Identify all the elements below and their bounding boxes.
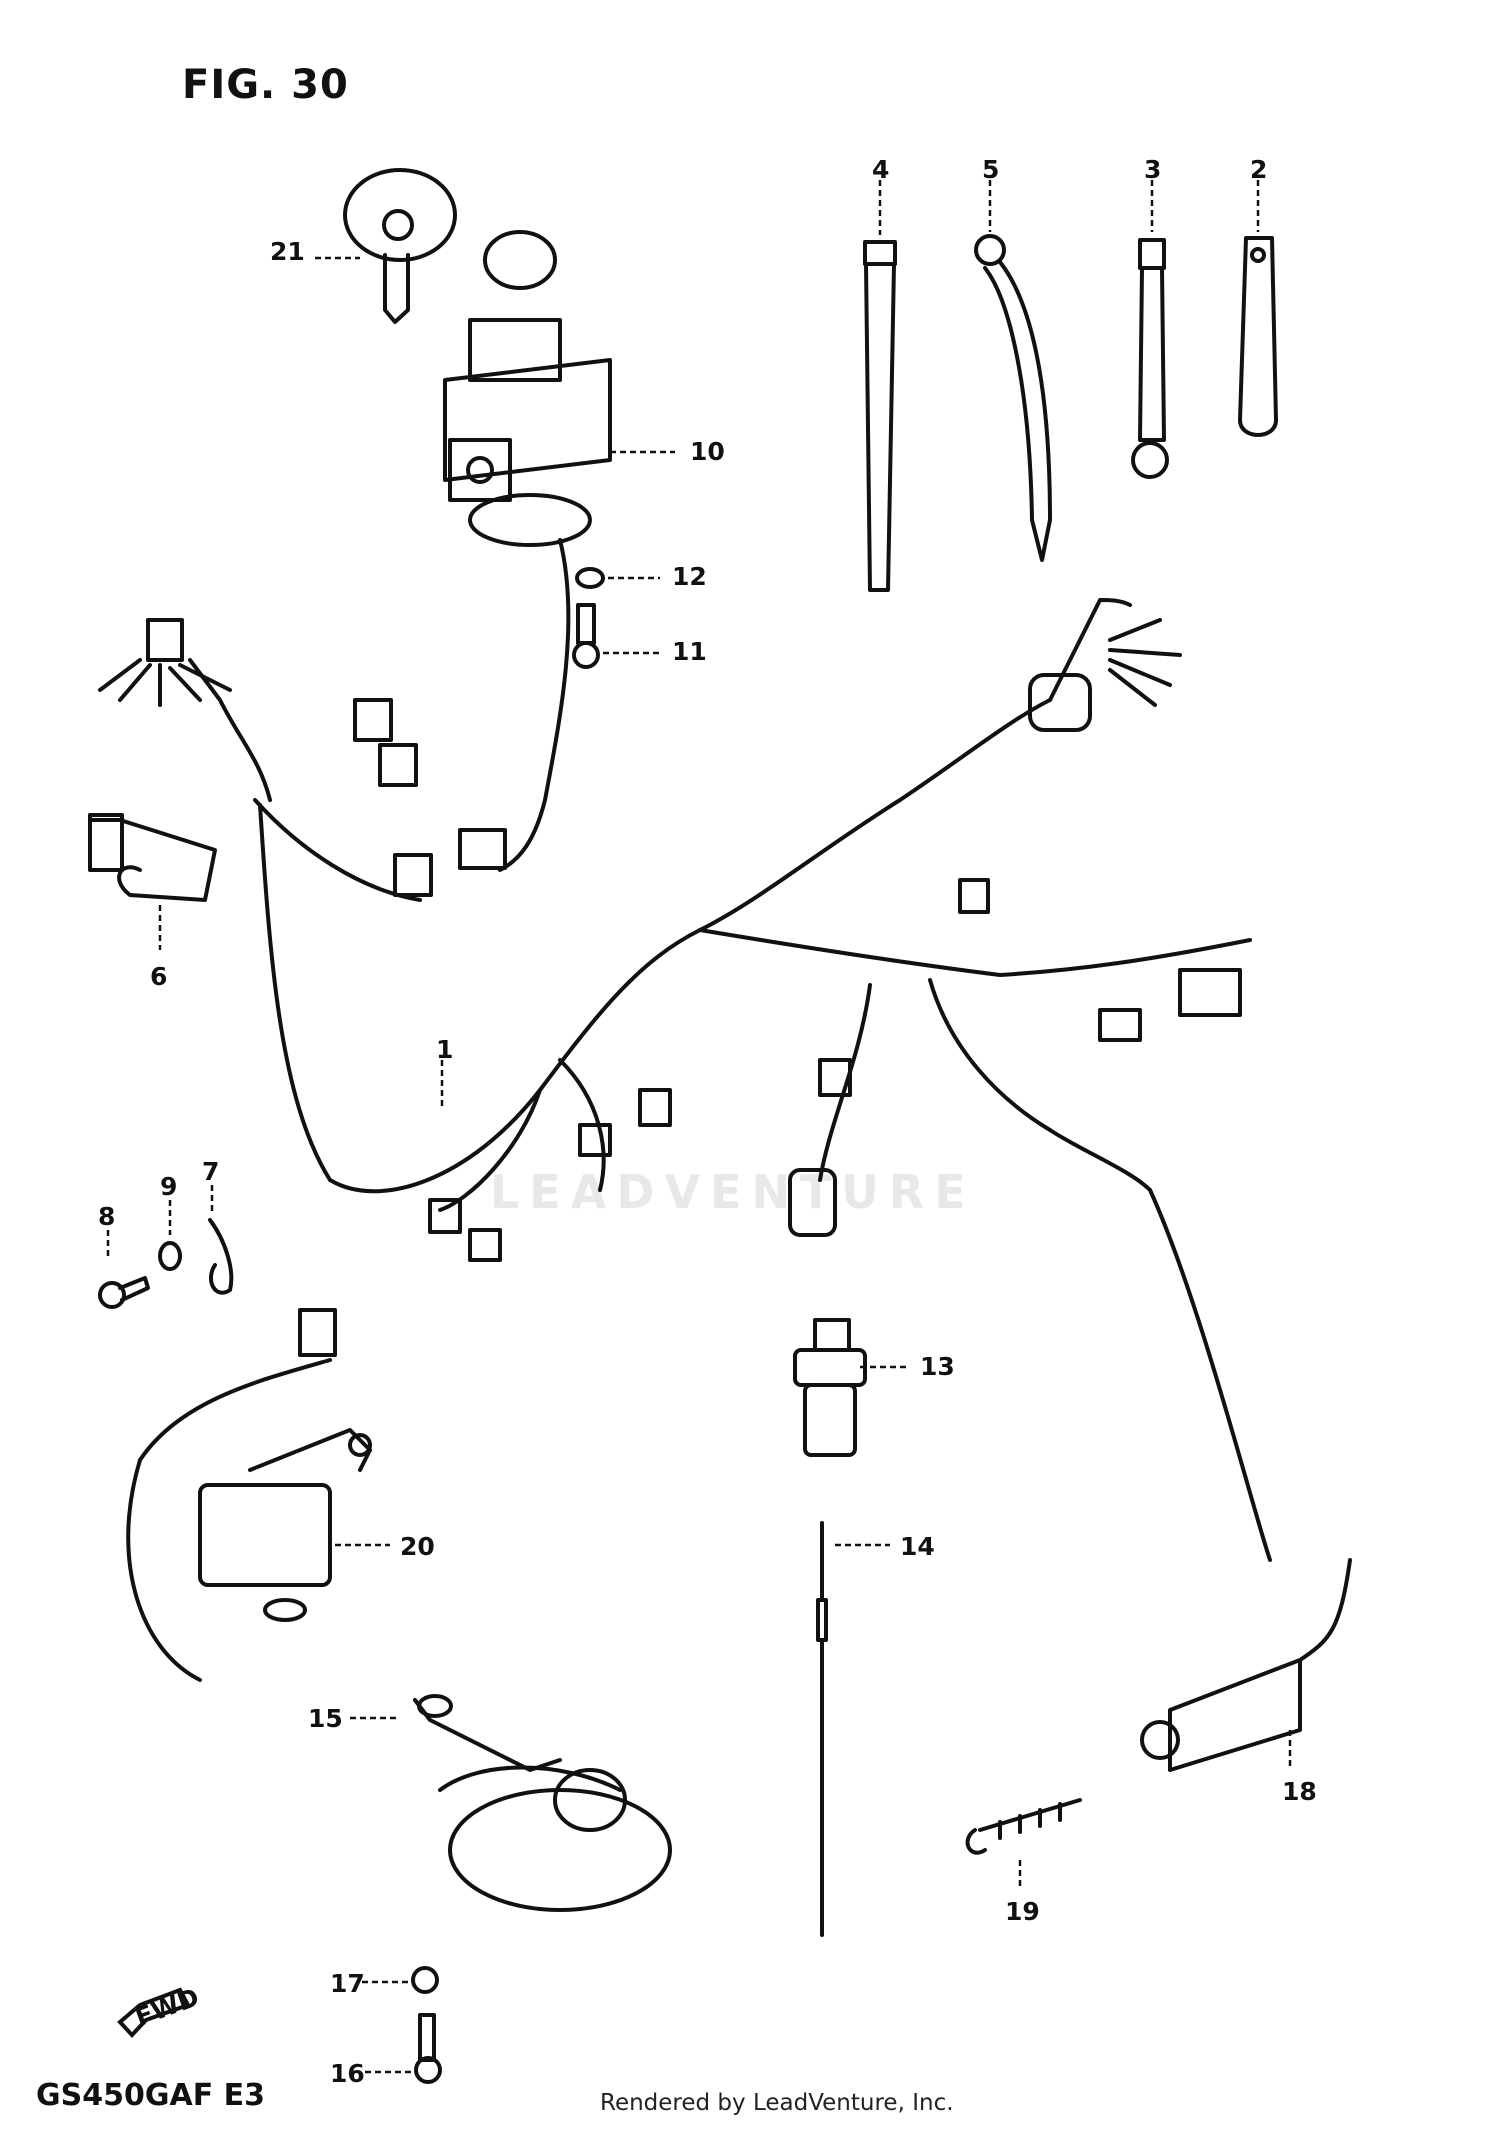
spring-rod-part-14 — [816, 1521, 890, 1937]
callout-13: 13 — [920, 1352, 955, 1381]
wiring-harness-part-1 — [98, 598, 1272, 1562]
callout-5: 5 — [982, 155, 999, 184]
callout-15: 15 — [308, 1704, 343, 1733]
callout-8: 8 — [98, 1202, 115, 1231]
figure-title: FIG. 30 — [182, 62, 349, 108]
bolt-part-8 — [98, 1230, 150, 1309]
callout-21: 21 — [270, 237, 305, 266]
clamp-part-6 — [88, 813, 217, 950]
callout-11: 11 — [672, 637, 707, 666]
spring-part-19 — [965, 1798, 1082, 1890]
strap-part-4 — [863, 180, 897, 592]
watermark-text: LEADVENTURE — [490, 1165, 976, 1219]
callout-1: 1 — [436, 1035, 453, 1064]
clip-part-7 — [208, 1185, 234, 1295]
callout-16: 16 — [330, 2059, 365, 2088]
callout-9: 9 — [160, 1172, 177, 1201]
callout-4: 4 — [872, 155, 889, 184]
render-credit: Rendered by LeadVenture, Inc. — [600, 2090, 954, 2116]
bolt-part-16 — [365, 2013, 442, 2084]
relay-part-20 — [126, 1308, 390, 1682]
clamp-part-3 — [1131, 180, 1169, 479]
screw-part-11 — [572, 603, 660, 669]
callout-14: 14 — [900, 1532, 935, 1561]
washer-part-12 — [575, 567, 660, 589]
callout-3: 3 — [1144, 155, 1161, 184]
callout-19: 19 — [1005, 1897, 1040, 1926]
callout-20: 20 — [400, 1532, 435, 1561]
cable-tie-part-5 — [974, 180, 1052, 562]
key-part-21 — [315, 168, 457, 324]
callout-7: 7 — [202, 1157, 219, 1186]
switch-part-18 — [1140, 1558, 1352, 1772]
horn-part-15 — [350, 1694, 672, 1912]
callout-18: 18 — [1282, 1777, 1317, 1806]
washer-part-9 — [158, 1200, 182, 1271]
callout-12: 12 — [672, 562, 707, 591]
switch-part-13 — [793, 1318, 910, 1457]
callout-6: 6 — [150, 962, 167, 991]
callout-17: 17 — [330, 1969, 365, 1998]
model-code: GS450GAF E3 — [36, 2078, 265, 2113]
nut-part-17 — [362, 1966, 439, 1994]
callout-2: 2 — [1250, 155, 1267, 184]
fwd-arrow-icon — [117, 1987, 191, 2038]
callout-10: 10 — [690, 437, 725, 466]
fwd-label: FWD — [131, 1982, 202, 2032]
ignition-switch-part-10 — [443, 230, 675, 872]
clamp-part-2 — [1238, 180, 1278, 437]
